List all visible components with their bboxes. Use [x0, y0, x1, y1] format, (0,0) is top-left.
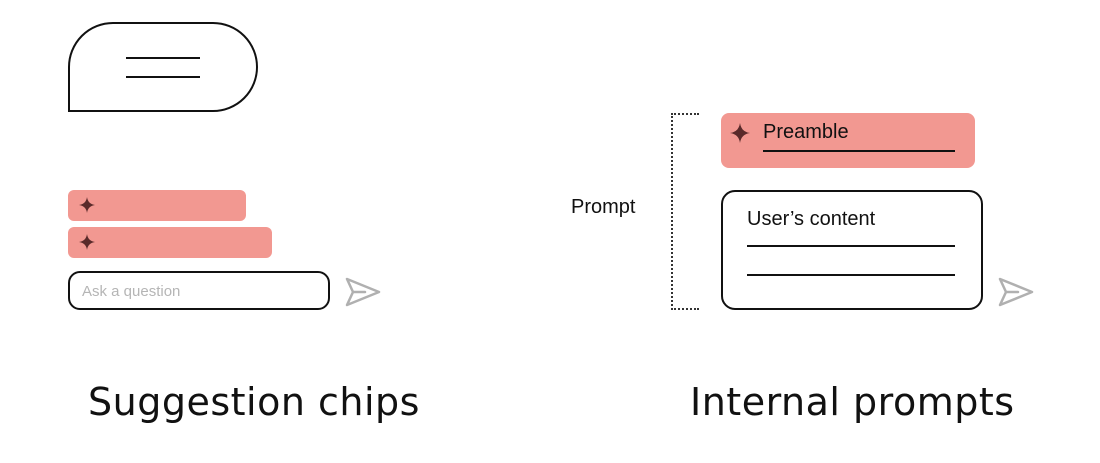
- send-icon[interactable]: [345, 277, 381, 307]
- prompt-bracket: [671, 113, 699, 310]
- preamble-block: Preamble: [721, 113, 975, 168]
- user-content-box: User’s content: [721, 190, 983, 310]
- bubble-text-line: [126, 57, 200, 59]
- internal-prompts-caption: Internal prompts: [690, 380, 1015, 424]
- prompt-label: Prompt: [571, 196, 636, 218]
- preamble-text-line: [763, 150, 955, 152]
- bubble-text-line: [126, 76, 200, 78]
- user-content-label: User’s content: [747, 208, 876, 230]
- sparkle-icon: [79, 234, 95, 250]
- suggestion-chip[interactable]: [68, 190, 246, 221]
- question-input-box[interactable]: [68, 271, 330, 310]
- content-text-line: [747, 274, 955, 276]
- suggestion-chips-caption: Suggestion chips: [88, 380, 420, 424]
- chat-bubble: [68, 22, 258, 112]
- sparkle-icon: [79, 197, 95, 213]
- suggestion-chip[interactable]: [68, 227, 272, 258]
- send-icon[interactable]: [998, 277, 1034, 307]
- question-input[interactable]: [82, 280, 312, 302]
- content-text-line: [747, 245, 955, 247]
- sparkle-icon: [730, 123, 750, 143]
- preamble-label: Preamble: [763, 121, 849, 143]
